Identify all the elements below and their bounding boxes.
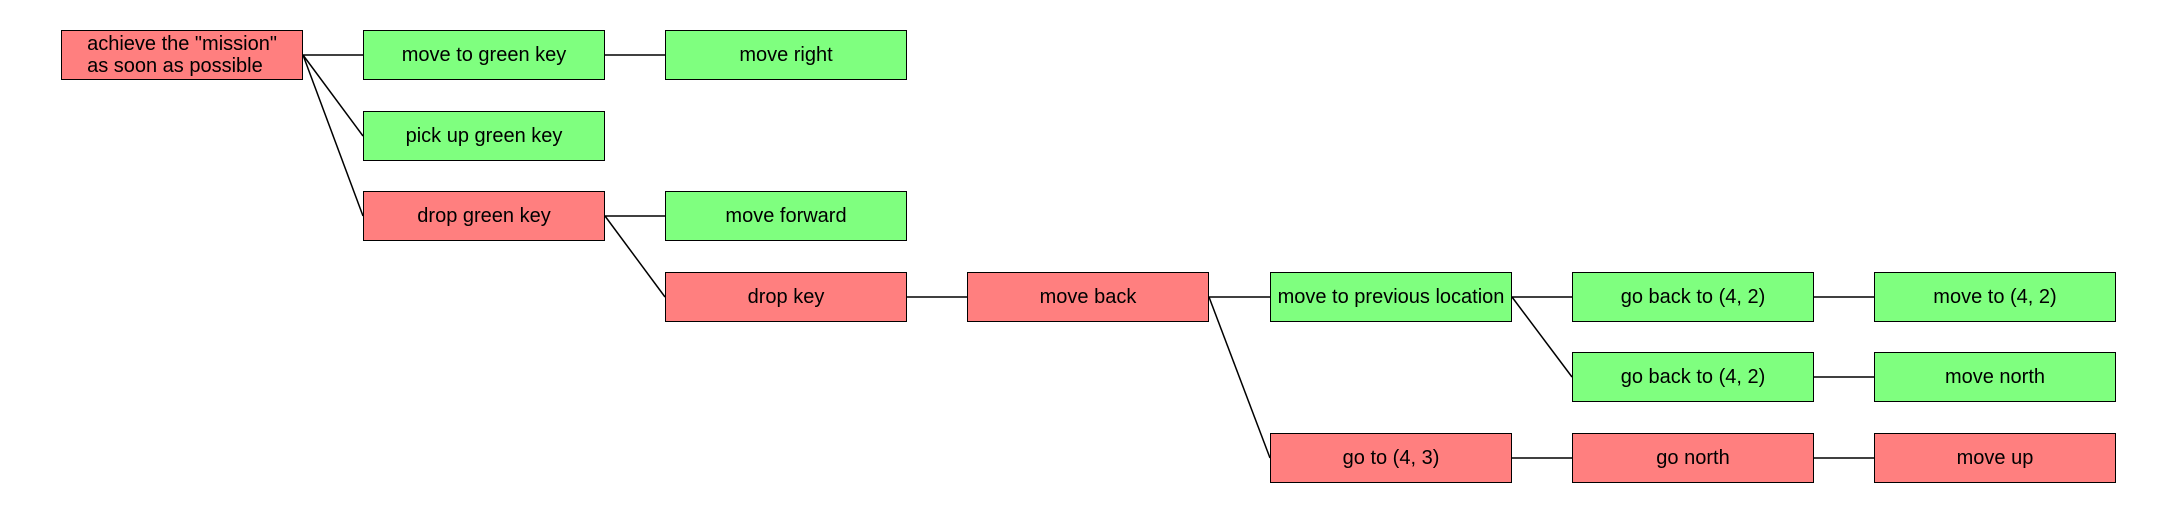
node-label: move forward <box>725 205 847 227</box>
node-label: go back to (4, 2) <box>1620 286 1766 308</box>
node-pick-up-green-key: pick up green key <box>363 111 605 161</box>
node-label: achieve the "mission" as soon as possibl… <box>87 33 277 77</box>
node-move-to-green-key: move to green key <box>363 30 605 80</box>
edge-move_to_previous_location-to-go_back_to_4_2_b <box>1511 296 1573 378</box>
node-move-back: move back <box>967 272 1209 322</box>
node-label: move back <box>1039 286 1137 308</box>
node-move-to-previous-location: move to previous location <box>1270 272 1512 322</box>
node-go-back-to-4-2-b: go back to (4, 2) <box>1572 352 1814 402</box>
node-label: move to (4, 2) <box>1933 286 2057 308</box>
node-label: go north <box>1656 447 1730 469</box>
node-label: move to green key <box>401 44 567 66</box>
node-label: move up <box>1956 447 2034 469</box>
node-label: move to previous location <box>1277 286 1505 308</box>
node-move-to-4-2: move to (4, 2) <box>1874 272 2116 322</box>
node-move-north: move north <box>1874 352 2116 402</box>
node-label: go back to (4, 2) <box>1620 366 1766 388</box>
node-move-up: move up <box>1874 433 2116 483</box>
node-label: go to (4, 3) <box>1342 447 1440 469</box>
node-move-right: move right <box>665 30 907 80</box>
node-label: move right <box>739 44 833 66</box>
node-label: drop green key <box>417 205 551 227</box>
node-go-north: go north <box>1572 433 1814 483</box>
node-root: achieve the "mission" as soon as possibl… <box>61 30 303 80</box>
node-drop-key: drop key <box>665 272 907 322</box>
node-label: pick up green key <box>405 125 563 147</box>
node-drop-green-key: drop green key <box>363 191 605 241</box>
node-label: move north <box>1944 366 2046 388</box>
node-go-to-4-3: go to (4, 3) <box>1270 433 1512 483</box>
edge-root-to-drop_green_key <box>302 54 364 217</box>
edge-drop_green_key-to-drop_key <box>604 215 666 298</box>
node-go-back-to-4-2-a: go back to (4, 2) <box>1572 272 1814 322</box>
edge-move_back-to-go_to_4_3 <box>1208 296 1271 459</box>
node-label: drop key <box>747 286 825 308</box>
node-move-forward: move forward <box>665 191 907 241</box>
edge-root-to-pick_up_green_key <box>302 54 364 137</box>
